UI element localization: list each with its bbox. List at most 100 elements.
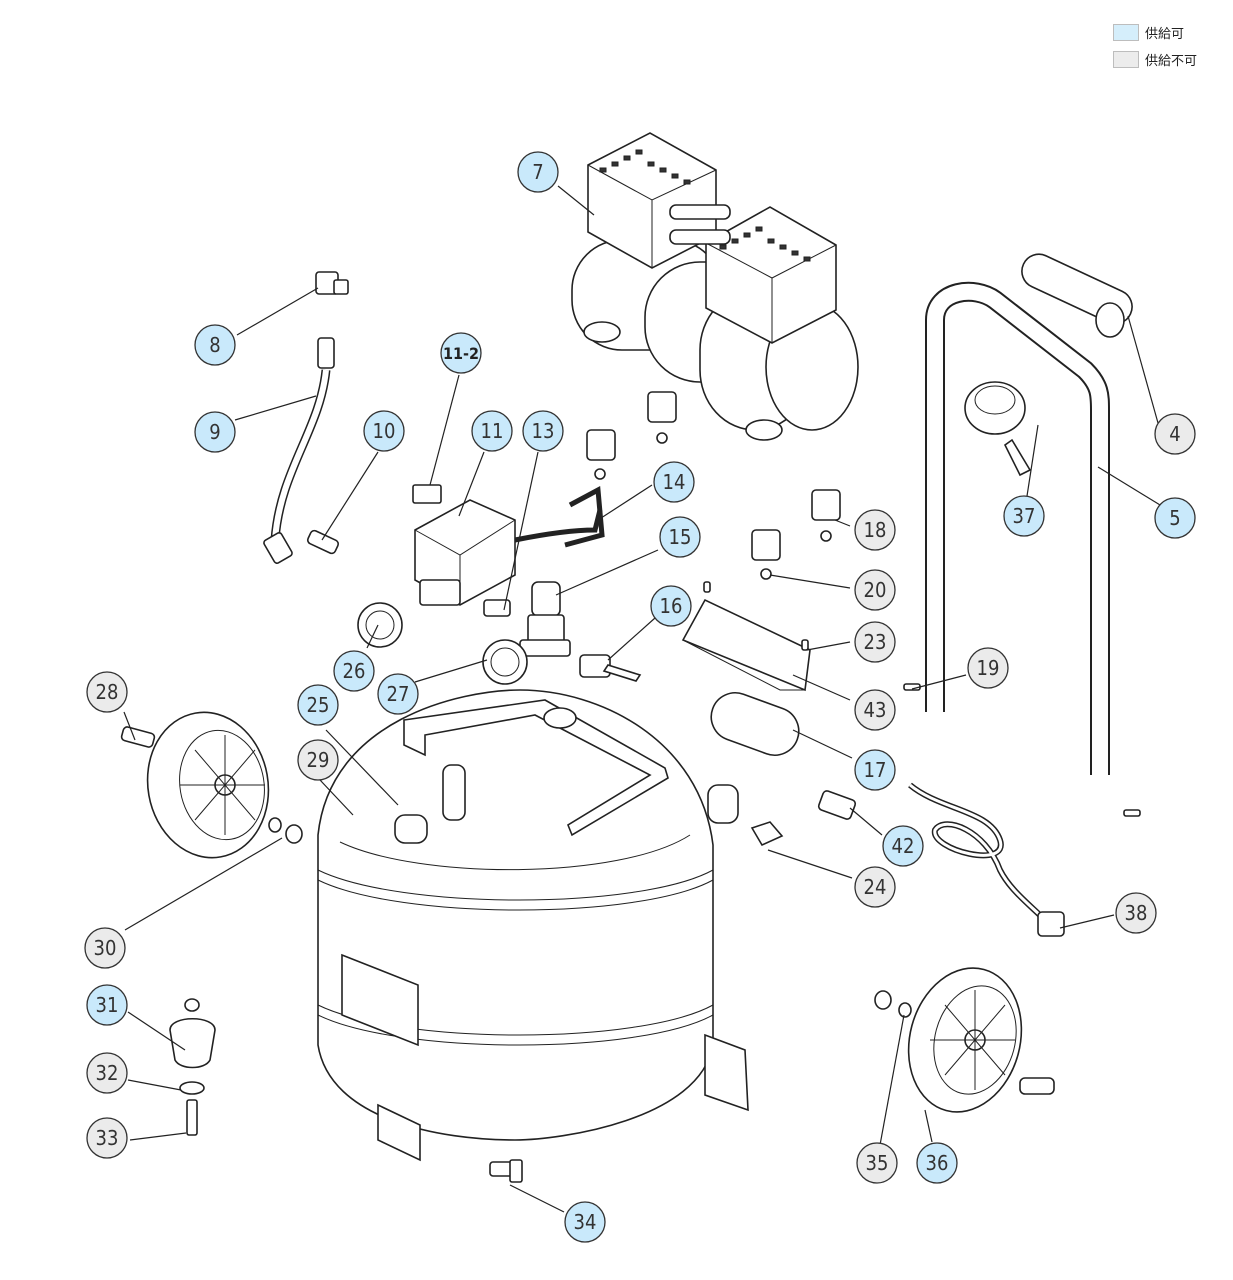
rubber-foot — [169, 998, 216, 1136]
legend-swatch-unavailable — [1113, 50, 1139, 68]
legend-swatch-available — [1113, 23, 1139, 41]
wheel-left — [120, 711, 270, 859]
callout-7: 7 — [517, 151, 559, 193]
callout-19: 19 — [967, 647, 1009, 689]
callout-circle — [916, 1142, 958, 1184]
callout-circle — [1154, 497, 1196, 539]
callout-circle — [517, 151, 559, 193]
callout-32: 32 — [86, 1052, 128, 1094]
callout-4: 4 — [1154, 413, 1196, 455]
callout-23: 23 — [854, 621, 896, 663]
callout-15: 15 — [659, 516, 701, 558]
air-tank — [317, 689, 749, 1162]
twin-compressor-pump — [571, 132, 859, 441]
callout-circle — [854, 749, 896, 791]
callout-label: 8 — [209, 333, 220, 357]
callout-label: 28 — [96, 680, 119, 704]
callout-circle — [653, 461, 695, 503]
callout-label: 16 — [660, 594, 683, 618]
callout-35: 35 — [856, 1142, 898, 1184]
callout-circle — [471, 410, 513, 452]
callout-11: 11 — [471, 410, 513, 452]
callout-label: 29 — [307, 748, 330, 772]
callout-33: 33 — [86, 1117, 128, 1159]
callout-circle — [194, 324, 236, 366]
callout-label: 23 — [864, 630, 887, 654]
capacitor — [710, 692, 800, 756]
air-filter — [964, 381, 1032, 477]
callout-circle — [84, 927, 126, 969]
callout-circle — [86, 1117, 128, 1159]
callout-16: 16 — [650, 585, 692, 627]
callout-label: 24 — [864, 875, 887, 899]
pressure-regulator — [519, 581, 571, 657]
callout-25: 25 — [297, 684, 339, 726]
callout-circle — [86, 1052, 128, 1094]
callout-18: 18 — [854, 509, 896, 551]
callout-14: 14 — [653, 461, 695, 503]
callout-circle — [854, 621, 896, 663]
callout-circle — [856, 1142, 898, 1184]
callout-circle — [659, 516, 701, 558]
callout-label: 7 — [532, 160, 543, 184]
callout-circle — [882, 825, 924, 867]
legend-item-available: 供給可 — [1113, 20, 1223, 44]
callout-label: 37 — [1013, 504, 1036, 528]
callout-label: 19 — [977, 656, 1000, 680]
capacitor-cover — [681, 598, 811, 692]
callout-5: 5 — [1154, 497, 1196, 539]
callout-label: 26 — [343, 659, 366, 683]
callout-label: 38 — [1125, 901, 1148, 925]
callout-circle — [377, 673, 419, 715]
flexible-hose — [263, 337, 335, 564]
leader-lines — [123, 185, 1166, 1213]
callout-27: 27 — [377, 673, 419, 715]
callout-circle — [297, 684, 339, 726]
pressure-gauge-right — [482, 639, 528, 685]
callout-10: 10 — [363, 410, 405, 452]
callout-34: 34 — [564, 1201, 606, 1243]
callout-circle — [854, 866, 896, 908]
callout-label: 27 — [387, 682, 410, 706]
callout-28: 28 — [86, 671, 128, 713]
callout-circle — [86, 984, 128, 1026]
callout-label: 35 — [866, 1151, 889, 1175]
callout-circle — [522, 410, 564, 452]
elbow-fitting — [315, 271, 349, 295]
callout-circle — [854, 509, 896, 551]
legend-item-unavailable: 供給不可 — [1113, 47, 1223, 71]
callout-38: 38 — [1115, 892, 1157, 934]
handle-grip — [1021, 253, 1133, 338]
power-cord — [908, 782, 1065, 937]
callout-label: 20 — [864, 578, 887, 602]
callout-label: 10 — [373, 419, 396, 443]
connecting-tube — [564, 486, 605, 548]
callout-circle — [854, 569, 896, 611]
callout-26: 26 — [333, 650, 375, 692]
callout-label: 17 — [864, 758, 887, 782]
callout-36: 36 — [916, 1142, 958, 1184]
callout-label: 31 — [96, 993, 119, 1017]
legend-label-available: 供給可 — [1145, 26, 1185, 42]
ball-valve — [579, 654, 642, 682]
handle-frame — [925, 281, 1110, 775]
callout-label: 25 — [307, 693, 330, 717]
tank-top-bracket — [394, 699, 739, 844]
exploded-parts-drawing — [120, 132, 1141, 1183]
callout-30: 30 — [84, 927, 126, 969]
callout-17: 17 — [854, 749, 896, 791]
callout-circle — [333, 650, 375, 692]
washer-nut-left — [268, 817, 303, 844]
callout-circle — [86, 671, 128, 713]
callout-37: 37 — [1003, 495, 1045, 537]
callout-circle — [650, 585, 692, 627]
callout-42: 42 — [882, 825, 924, 867]
callout-circle — [967, 647, 1009, 689]
callout-label: 30 — [94, 936, 117, 960]
washer-nut-right — [874, 990, 912, 1018]
callout-label: 43 — [864, 698, 887, 722]
callout-label: 11-2 — [443, 344, 479, 363]
callout-label: 33 — [96, 1126, 119, 1150]
callout-label: 9 — [209, 420, 220, 444]
